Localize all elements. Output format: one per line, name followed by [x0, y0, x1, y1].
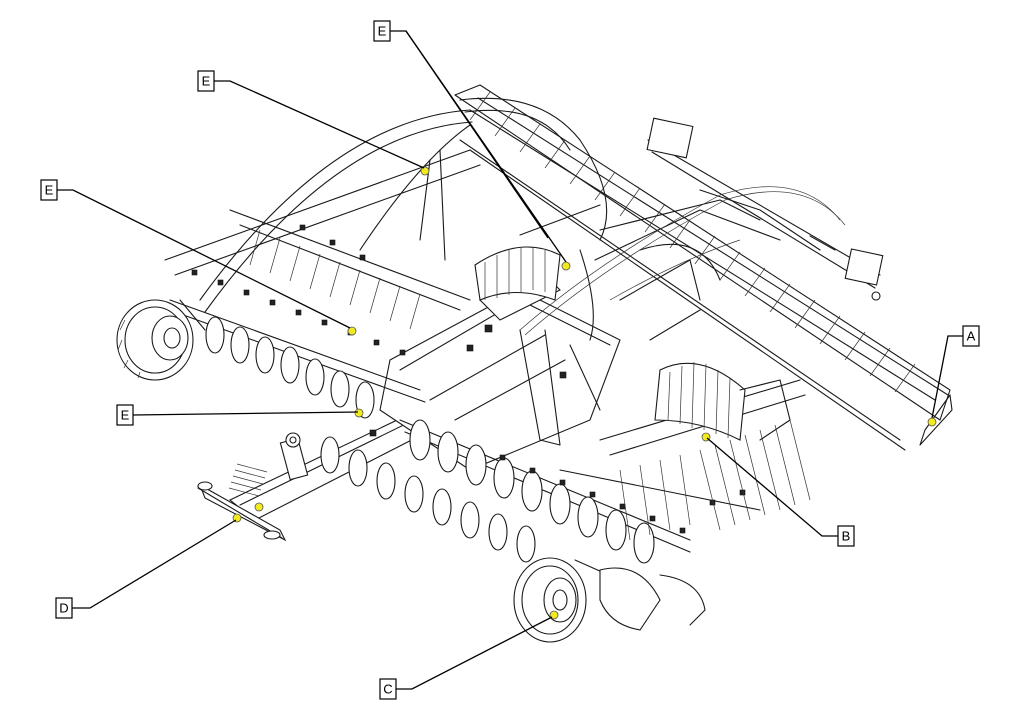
grease-point-e3: [347, 326, 357, 336]
leader-lines: [57, 30, 963, 690]
leader-e-lower-left: [132, 411, 359, 416]
callout-b-right: B: [837, 525, 855, 547]
callout-label: E: [121, 408, 130, 423]
hydraulic-hoses: [519, 186, 846, 336]
callout-e-lower-left: E: [116, 404, 134, 426]
left-wheel: [116, 299, 206, 381]
left-wing: [164, 149, 481, 419]
callout-a-right: A: [962, 325, 980, 347]
callout-label: A: [967, 329, 976, 344]
leader-d-left: [72, 519, 237, 609]
leader-a-right: [931, 335, 963, 419]
callout-label: E: [378, 24, 387, 39]
leader-c-bottom: [396, 616, 553, 690]
callout-c-bottom: C: [379, 678, 397, 700]
leader-e-top-left: [214, 80, 425, 169]
rear-crossbar: [646, 117, 884, 301]
callout-label: D: [59, 601, 68, 616]
callout-label: B: [842, 529, 851, 544]
callout-label: E: [45, 183, 54, 198]
callout-e-top-left: E: [197, 70, 215, 92]
grease-point-e4: [354, 408, 364, 418]
callout-label: E: [202, 74, 211, 89]
grease-point-a: [927, 417, 937, 427]
callout-e-mid-left: E: [40, 179, 58, 201]
callout-d-left: D: [55, 597, 73, 619]
grease-point-e2: [420, 166, 430, 176]
leader-e-mid-left: [57, 189, 351, 329]
folding-arms: [199, 97, 781, 341]
callout-label: C: [383, 682, 392, 697]
right-front-wheel: [513, 557, 706, 643]
center-roller: [474, 246, 561, 301]
grease-point-e1: [561, 261, 571, 271]
leader-b-right: [706, 437, 838, 537]
front-disc-gang: [320, 419, 746, 564]
grease-points: [232, 166, 937, 620]
machine-drawing: [116, 84, 953, 643]
callout-e-top-center: E: [373, 20, 391, 42]
rear-harrow-frame: [454, 84, 953, 451]
grease-point-d2: [254, 502, 264, 512]
